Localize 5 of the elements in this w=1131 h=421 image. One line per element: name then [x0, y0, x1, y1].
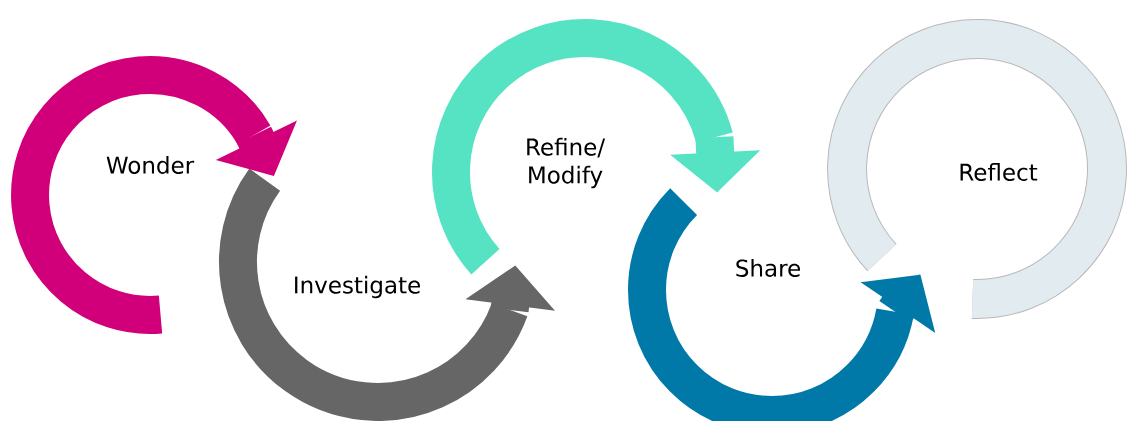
- curved-band: Share: [628, 189, 914, 421]
- curved-band: Refine/ Modify: [432, 19, 733, 274]
- curved-band: Investigate: [219, 169, 528, 421]
- curved-band: Wonder: [11, 56, 270, 334]
- open-ring: Reflect: [827, 19, 1127, 319]
